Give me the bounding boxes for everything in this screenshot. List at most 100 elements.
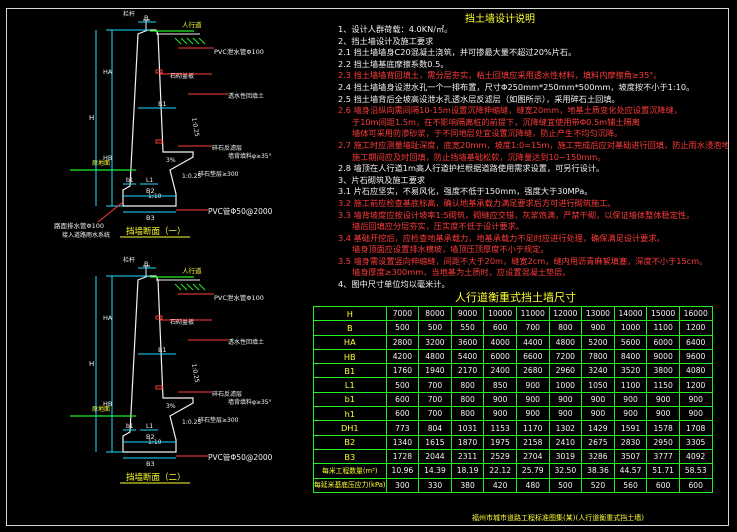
table-cell: 1000: [613, 320, 648, 336]
table-cell: 1429: [581, 420, 615, 436]
table-cell: 3286: [581, 448, 615, 465]
table-cell: 7800: [581, 348, 615, 365]
table-cell: 5400: [450, 348, 485, 365]
soil-hatch: [180, 283, 188, 291]
railing-label: 栏杆: [123, 10, 135, 18]
table-cell: 900: [515, 406, 550, 422]
dim-B2-label: B2: [146, 433, 155, 441]
table-cell: 900: [548, 406, 583, 422]
table-cell: 6000: [483, 348, 517, 365]
table-cell: 7200: [548, 348, 583, 365]
note-line: 墙后回填应分层夯实，压实度不低于设计要求。: [352, 221, 524, 232]
table-cell: 900: [548, 391, 583, 408]
note-line: 墙身顶面应设置排水横坡，墙顶压顶厚度不小于规定。: [352, 244, 549, 255]
table-cell: 3777: [646, 448, 680, 465]
table-cell: 4092: [678, 448, 713, 465]
table-cell: 500: [385, 320, 420, 336]
table-cell: 1100: [646, 320, 680, 336]
table-cell: 900: [581, 406, 615, 422]
table-cell: 51.71: [646, 463, 680, 479]
row-label: 每延米基底压应力(kPa): [313, 477, 387, 493]
row-label: B3: [313, 448, 387, 465]
top-slab-label: 石砌盖板: [170, 72, 194, 80]
table-cell: 4200: [385, 348, 420, 365]
table-cell: 4000: [483, 334, 517, 350]
table-cell: 4400: [515, 334, 550, 350]
pvc-top-label: PVC泄水管Φ100: [214, 47, 264, 56]
table-cell: 3305: [678, 434, 713, 450]
table-cell: 8000: [418, 305, 452, 322]
note-line: 2.3 挡土墙墙背回填土，需分层夯实，粘土回填应采用透水性材料，填料内摩擦角≥3…: [338, 70, 662, 81]
ground-label: 原地面: [92, 405, 110, 413]
slope-top-label: 1:0.25: [190, 117, 200, 137]
notes-title: 挡土墙设计说明: [465, 14, 535, 25]
note-line: 3、片石砌筑及施工要求: [338, 174, 426, 185]
table-cell: 550: [450, 320, 485, 336]
soil-hatch: [180, 37, 188, 45]
table-cell: 804: [418, 420, 452, 436]
table-cell: 1728: [385, 448, 420, 465]
table-cell: 3520: [613, 363, 648, 379]
note-line: 1、设计人群荷载：4.0KN/㎡。: [338, 24, 453, 34]
table-cell: 5200: [581, 334, 615, 350]
note-line: 施工期间应及时回填，防止挡墙基础松软，沉降量达到10~150mm。: [352, 151, 606, 162]
table-cell: 2400: [483, 363, 517, 379]
table-title: 人行道衡重式挡土墙尺寸: [455, 291, 576, 304]
table-cell: 1200: [678, 320, 713, 336]
table-cell: 700: [418, 391, 452, 408]
backfill-label: 透水性回填土: [228, 92, 264, 100]
soil-hatch: [192, 283, 200, 291]
table-cell: 25.79: [515, 463, 550, 479]
table-cell: 6000: [646, 334, 680, 350]
drain-pipe: [155, 315, 163, 320]
table-cell: 58.53: [678, 463, 713, 479]
note-line: 墙体可采用防渗砂浆，于不同地层处宜设置沉降缝，防止产生不均匀沉降。: [352, 128, 623, 139]
table-cell: 420: [483, 477, 517, 493]
table-cell: 500: [548, 477, 583, 493]
outlet-leader: [97, 201, 124, 223]
table-cell: 1760: [385, 363, 420, 379]
table-cell: 1170: [515, 420, 550, 436]
table-cell: 700: [418, 377, 452, 393]
table-cell: 2675: [581, 434, 615, 450]
table-cell: 2800: [385, 334, 420, 350]
table-cell: 2410: [548, 434, 583, 450]
pvc-top-label: PVC泄水管Φ100: [214, 293, 264, 302]
table-cell: 6600: [515, 348, 550, 365]
table-cell: 520: [581, 477, 615, 493]
row-label: DH1: [313, 420, 387, 436]
note-line: 3.2 施工前应检查基底标高，确认地基承载力满足要求后方可进行砌筑施工。: [338, 197, 616, 208]
row-label: H: [313, 305, 387, 322]
railing-label: 栏杆: [123, 256, 135, 264]
note-line: 4、图中尺寸单位均以毫米计。: [338, 279, 450, 290]
table-cell: 4800: [418, 348, 452, 365]
table-cell: 8400: [613, 348, 648, 365]
row-label: HA: [313, 334, 387, 350]
table-cell: 38.36: [581, 463, 615, 479]
table-cell: 1050: [581, 377, 615, 393]
table-cell: 1975: [483, 434, 517, 450]
pvc-bottom-label: PVC管Φ50@2000: [208, 452, 273, 462]
table-cell: 2830: [613, 434, 648, 450]
backfill-label: 透水性回填土: [228, 338, 264, 346]
table-cell: 850: [483, 377, 517, 393]
table-cell: 900: [646, 391, 680, 408]
soil-hatch: [174, 37, 182, 45]
table-cell: 380: [450, 477, 485, 493]
dim-B-label: B: [144, 14, 148, 22]
gravel-label: 碎石反滤层: [212, 390, 242, 398]
layer-label: 碎石垫层≥300: [198, 416, 239, 424]
wall-back-label: 墙背填料φ≥35°: [228, 152, 272, 160]
dim-H-label: H: [89, 360, 94, 368]
table-cell: 330: [418, 477, 452, 493]
table-cell: 2680: [515, 363, 550, 379]
table-cell: 3600: [450, 334, 485, 350]
note-line: 于10m间距1.5m，在不影响隔离桩的前提下，沉降缝宜使用带Φ0.5m铺土隔离: [352, 116, 640, 127]
table-cell: 800: [548, 320, 583, 336]
table-cell: 2311: [450, 448, 485, 465]
